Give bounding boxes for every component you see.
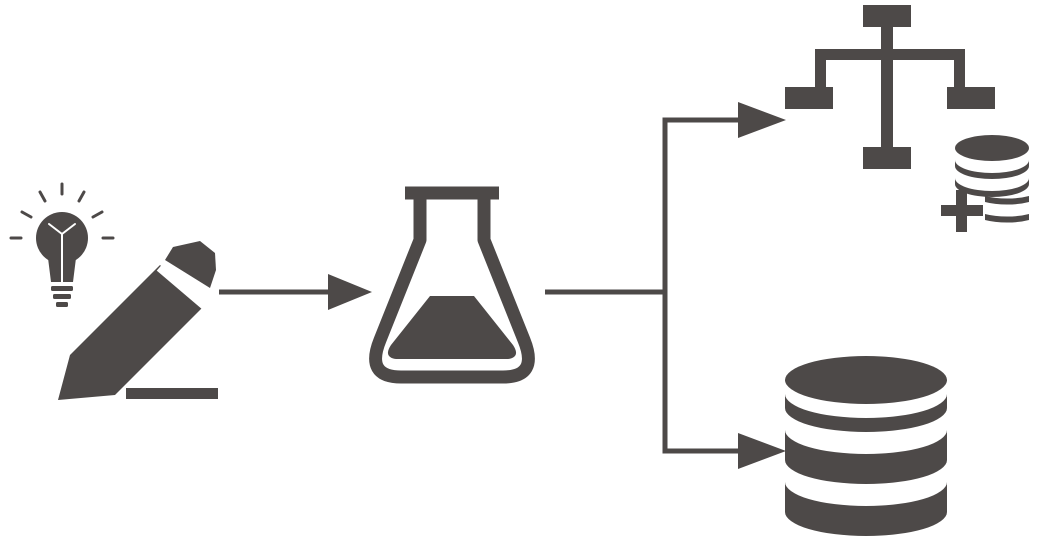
arrowhead [738, 433, 786, 469]
lightbulb-pencil-icon [9, 182, 218, 400]
database-icon [785, 356, 947, 536]
connector-experiment-to-hierarchy [545, 102, 786, 295]
connector-idea-to-experiment [219, 274, 372, 310]
arrowhead [738, 102, 786, 138]
flask-icon [369, 186, 535, 384]
hierarchy-database-add-icon [785, 5, 1029, 232]
lightbulb-icon [9, 182, 115, 240]
connector-experiment-to-database [662, 292, 786, 469]
arrowhead [328, 274, 372, 310]
